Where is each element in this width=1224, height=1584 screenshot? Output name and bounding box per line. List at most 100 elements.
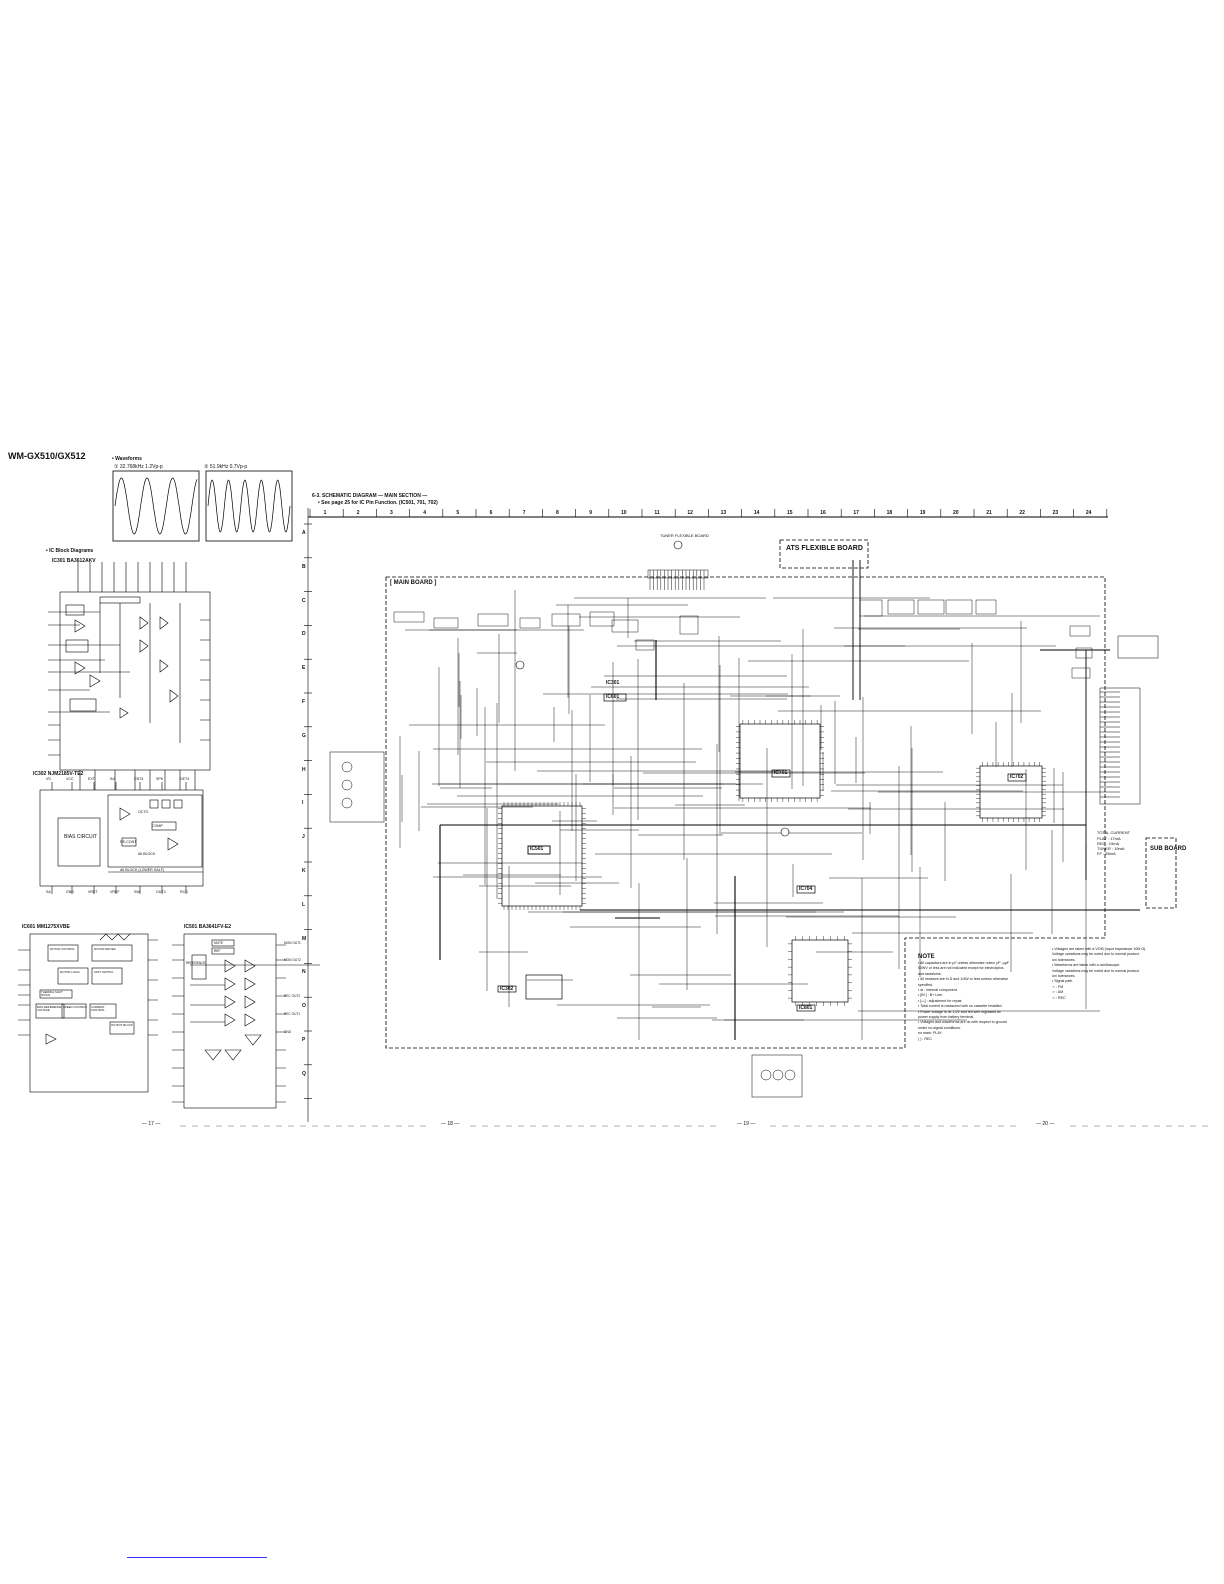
- ic302-title: IC302 NJM2185V-TE2: [33, 771, 84, 777]
- ic-label: IC601: [606, 694, 620, 700]
- note-right-line: • Signal path.: [1052, 979, 1074, 984]
- waveform-1-scope: [112, 470, 200, 542]
- ic302-package: [497, 974, 563, 1000]
- note-right-line: ion tolerances.: [1052, 957, 1076, 962]
- ic801-package: [791, 939, 849, 1012]
- ic302-pin-label: OUT3: [156, 890, 166, 894]
- ic302-pin-label: SPK: [156, 777, 164, 781]
- note-right-line: ⇨ : REC: [1052, 995, 1066, 1000]
- page-number-19: — 19 —: [737, 1121, 756, 1127]
- grid-column-number: 15: [787, 510, 793, 516]
- grid-column-number: 4: [423, 510, 426, 516]
- note-line: 50WV or less are not indicated except fo…: [918, 966, 1004, 971]
- grid-column-number: 17: [853, 510, 859, 516]
- ic601-title: IC601 MM1275XVBE: [22, 924, 70, 930]
- ic601-block-label: BIAS REFERENCE VOLTAGE: [37, 1005, 62, 1013]
- ic302-pin-label: Alt BLOCK: [138, 852, 156, 856]
- grid-column-number: 14: [753, 510, 760, 516]
- grid-column-number: 11: [654, 510, 660, 516]
- main-board-label: [ MAIN BOARD ]: [390, 580, 437, 586]
- grid-column-number: 23: [1052, 510, 1059, 516]
- note-right-line: • Voltages are taken with a VOM (Input i…: [1052, 947, 1147, 951]
- note-right-line: Voltage variations may be noted due to n…: [1052, 952, 1140, 957]
- model-title: WM-GX510/GX512: [8, 451, 86, 461]
- note-line: • All resistors are in Ω and 1/4W or les…: [918, 977, 1009, 982]
- note-line: • [B+] : B+ Line.: [918, 993, 944, 998]
- sub-board-label: SUB BOARD: [1150, 846, 1187, 852]
- ic-label: IC801: [799, 1005, 813, 1011]
- ic501-pin-label: MON OUT2: [284, 958, 301, 962]
- grid-column-number: 21: [986, 510, 992, 516]
- grid-column-number: 20: [953, 510, 959, 516]
- ic302-pin-label: RE-CONT: [120, 840, 137, 844]
- ic302-pin-label: GND: [66, 890, 74, 894]
- ic302-pin-label: COMP: [152, 824, 163, 828]
- ic601-block-label: SOFT SWITCH: [94, 970, 114, 974]
- note-title: NOTE: [918, 954, 935, 960]
- current-value: REC : 19mA: [1097, 841, 1120, 846]
- ic302-pin-label: IN1: [110, 777, 116, 781]
- schematic-title: 6-3. SCHEMATIC DIAGRAM — MAIN SECTION —: [312, 493, 428, 499]
- ic302-block-diagram: [39, 782, 204, 894]
- schematic-subtitle: • See page 25 for IC Pin Function. (IC50…: [318, 500, 438, 506]
- ic701-package: [739, 723, 821, 799]
- note-right-line: Voltage variations may be noted due to n…: [1052, 968, 1140, 973]
- grid-column-number: 8: [556, 510, 559, 516]
- ic-pin-rows: [498, 720, 1046, 1006]
- grid-row-letter: K: [302, 868, 306, 874]
- note-line: • Total current is measured with no cass…: [918, 1004, 1003, 1009]
- page-number-20: — 20 —: [1036, 1121, 1055, 1127]
- ic-label: IC302: [500, 986, 514, 992]
- ic-label: IC701: [774, 770, 788, 776]
- ic-label: IC704: [799, 886, 813, 892]
- ic302-pin-label: VRET: [88, 890, 98, 894]
- ic-block-title: • IC Block Diagrams: [46, 548, 94, 554]
- ic302-pin-label: Alt BLOCK (LOWER HALF): [120, 868, 165, 872]
- ic702-package: [979, 765, 1043, 819]
- ic601-block-label: MOTOR DRIVER: [94, 947, 116, 951]
- current-value: PLAY : 17mA: [1097, 836, 1121, 841]
- note-line: under no-signal conditions.: [918, 1025, 961, 1030]
- grid-column-number: 22: [1019, 510, 1025, 516]
- page-number-18: — 18 —: [441, 1121, 460, 1127]
- grid-row-letter: F: [302, 699, 306, 705]
- ic302-pin-label: VREF: [110, 890, 120, 894]
- note-line: and tantalums.: [918, 971, 942, 976]
- ic302-pin-label: OCTO: [138, 810, 149, 814]
- ic-label: IC301: [606, 680, 620, 686]
- ic601-block-label: THERMAL SHUT DOWN: [41, 990, 63, 998]
- grid-column-number: 18: [886, 510, 893, 516]
- ic302-pin-label: VS: [46, 777, 51, 781]
- ic501-pin-label: MUTE: [214, 941, 224, 945]
- ic302-pin-label: SA: [46, 890, 51, 894]
- main-board-outline: [385, 539, 1177, 1049]
- grid-column-number: 16: [820, 510, 826, 516]
- ic501-pin-label: MON OUT1: [284, 941, 301, 945]
- grid-row-letter: H: [302, 766, 306, 773]
- note-right-line: • Waveforms are taken with a oscilloscop…: [1052, 963, 1121, 968]
- note-right-line: ⇨ : AM: [1052, 990, 1064, 995]
- grid-row-letter: D: [302, 631, 306, 638]
- current-value: TUNER : 19mA: [1097, 846, 1125, 851]
- grid-column-number: 3: [390, 510, 393, 516]
- grid-column-number: 19: [919, 510, 926, 516]
- note-line: power supply from battery terminal.: [918, 1015, 975, 1020]
- ic302-pin-label: DET4: [180, 777, 190, 781]
- note-line: • Power voltage is dc 1.5V and fed with …: [918, 1009, 1001, 1014]
- grid-column-number: 24: [1085, 510, 1092, 516]
- grid-column-number: 7: [522, 510, 526, 516]
- note-line: • Voltages and waveforms are dc with res…: [918, 1020, 1007, 1025]
- grid-row-letter: C: [302, 597, 306, 604]
- note-line: specified.: [918, 982, 934, 987]
- ic501-pin-label: REF: [214, 949, 221, 953]
- note-lines: • All capacitors are in µF unless otherw…: [918, 961, 1009, 1042]
- ic501-pin-label: GND: [284, 1030, 292, 1034]
- ic-label: IC702: [1010, 774, 1024, 780]
- waveform-markers: [515, 540, 790, 837]
- note-right-line: ion tolerances.: [1052, 974, 1076, 979]
- grid-row-letter: A: [302, 530, 306, 536]
- ic-label: IC501: [530, 846, 544, 852]
- note-line: • [▭] : adjustment for repair.: [918, 998, 963, 1003]
- ic601-block-label: CURRENT CONTROL: [91, 1005, 105, 1013]
